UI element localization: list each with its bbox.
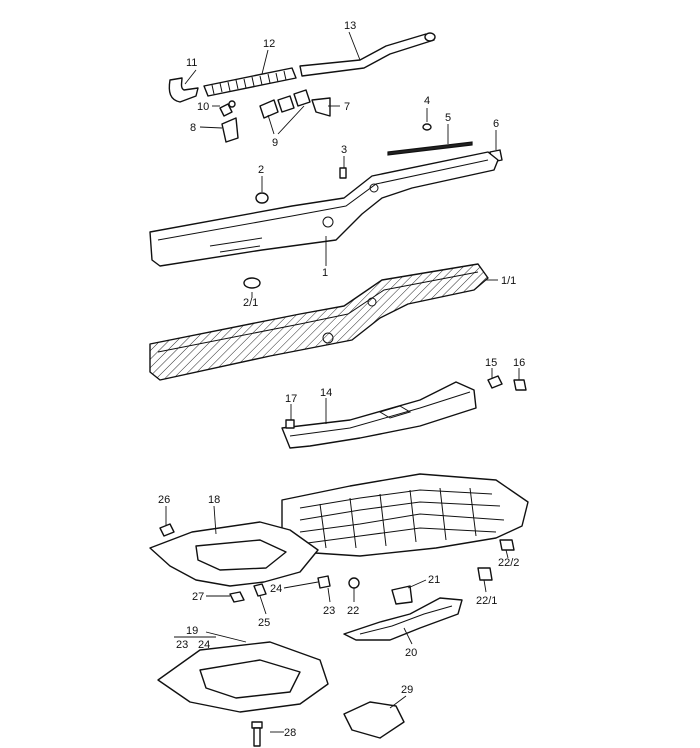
label-11: 11	[186, 57, 197, 69]
label-19: 19	[186, 625, 198, 637]
clip-27-part	[229, 591, 245, 603]
clip-15-part	[487, 375, 503, 389]
clip-25-part	[253, 583, 267, 597]
label-21: 21	[428, 574, 440, 586]
label-1-1: 1/1	[501, 275, 516, 287]
grommet-2-part	[255, 192, 269, 204]
hose-elbow-part	[168, 77, 199, 103]
part-labels: 11 12 13 10 8 9 7 4 5 6 3 2 1 2/1 1/1 15…	[158, 20, 525, 739]
clip-26-part	[159, 523, 175, 537]
cover-plate-part	[343, 701, 405, 739]
label-2: 2	[258, 164, 264, 176]
label-5: 5	[445, 112, 451, 124]
clamp-ring-part	[219, 100, 236, 117]
nut-22-2-part	[499, 539, 515, 551]
label-26: 26	[158, 494, 170, 506]
label-12: 12	[263, 38, 275, 50]
front-floor-pan-part	[149, 521, 319, 587]
rear-floor-pan-part	[157, 641, 329, 713]
label-27: 27	[192, 591, 204, 603]
floor-reinforcement-part	[281, 381, 477, 449]
label-24: 24	[270, 583, 282, 595]
rod-part	[387, 141, 473, 156]
label-13: 13	[344, 20, 356, 32]
label-19-sub-24: 24	[198, 639, 210, 651]
label-25: 25	[258, 617, 270, 629]
bracket-left-part	[221, 117, 239, 143]
label-15: 15	[485, 357, 497, 369]
bracket-right-part	[311, 97, 331, 117]
label-23: 23	[323, 605, 335, 617]
grommet-2-1-part	[243, 277, 261, 289]
label-4: 4	[424, 95, 430, 107]
label-22-1: 22/1	[476, 595, 497, 607]
label-22-2: 22/2	[498, 557, 519, 569]
label-18: 18	[208, 494, 220, 506]
label-9: 9	[272, 137, 278, 149]
label-19-sub-23: 23	[176, 639, 188, 651]
central-tunnel-variant-part	[149, 263, 489, 381]
leader-lines	[165, 31, 520, 733]
corrugated-hose-part	[203, 67, 297, 97]
central-tunnel-part	[149, 151, 499, 267]
grommet-set-part	[259, 89, 311, 119]
label-17: 17	[285, 393, 297, 405]
bolt-17-part	[285, 419, 295, 429]
pin-part	[339, 167, 347, 179]
label-28: 28	[284, 727, 296, 739]
bracket-21-part	[391, 585, 413, 605]
label-10: 10	[197, 101, 209, 113]
label-22: 22	[347, 605, 359, 617]
label-3: 3	[341, 144, 347, 156]
tube-part	[299, 32, 436, 77]
label-1: 1	[322, 267, 328, 279]
label-14: 14	[320, 387, 332, 399]
crossmember-part	[343, 597, 463, 641]
label-2-1: 2/1	[243, 297, 258, 309]
label-16: 16	[513, 357, 525, 369]
label-6: 6	[493, 118, 499, 130]
clip-24-part	[317, 575, 331, 589]
nut-16-part	[513, 379, 527, 391]
label-8: 8	[190, 122, 196, 134]
bolt-28-part	[251, 721, 263, 747]
label-7: 7	[344, 101, 350, 113]
nut-22-1-part	[477, 567, 493, 581]
floor-pan-part	[281, 473, 529, 557]
plug-22-part	[348, 577, 360, 589]
washer-part	[422, 123, 432, 131]
label-20: 20	[405, 647, 417, 659]
label-29: 29	[401, 684, 413, 696]
